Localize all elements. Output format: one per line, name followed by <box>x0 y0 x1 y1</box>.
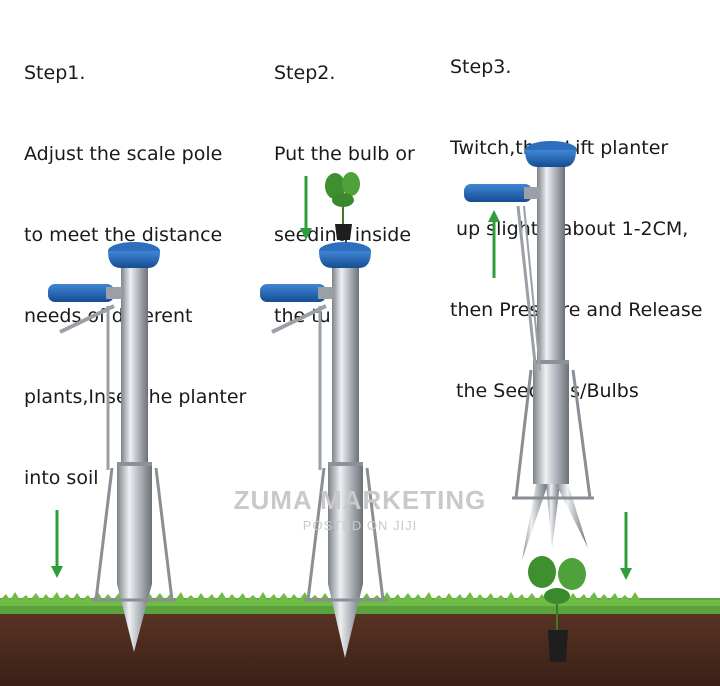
step3-title: Step3. <box>450 56 512 78</box>
watermark-title: ZUMA MARKETING <box>233 485 487 515</box>
planter-step3 <box>464 141 594 560</box>
step1-line: into soil <box>24 467 99 489</box>
seedling-step2 <box>325 172 360 240</box>
soil <box>0 610 720 686</box>
planter-step1 <box>48 242 176 652</box>
step2-instructions: Step2. Put the bulb or seeding inside th… <box>274 6 415 357</box>
step1-instructions: Step1. Adjust the scale pole to meet the… <box>24 6 246 519</box>
seedling-step3 <box>528 556 586 662</box>
step1-line: to meet the distance <box>24 224 223 246</box>
watermark-subtitle: POSTED ON JIJI <box>302 518 418 533</box>
step2-title: Step2. <box>274 62 336 84</box>
planter-step2 <box>260 242 387 658</box>
step1-title: Step1. <box>24 62 86 84</box>
step2-line: Put the bulb or <box>274 143 415 165</box>
step1-line: Adjust the scale pole <box>24 143 223 165</box>
